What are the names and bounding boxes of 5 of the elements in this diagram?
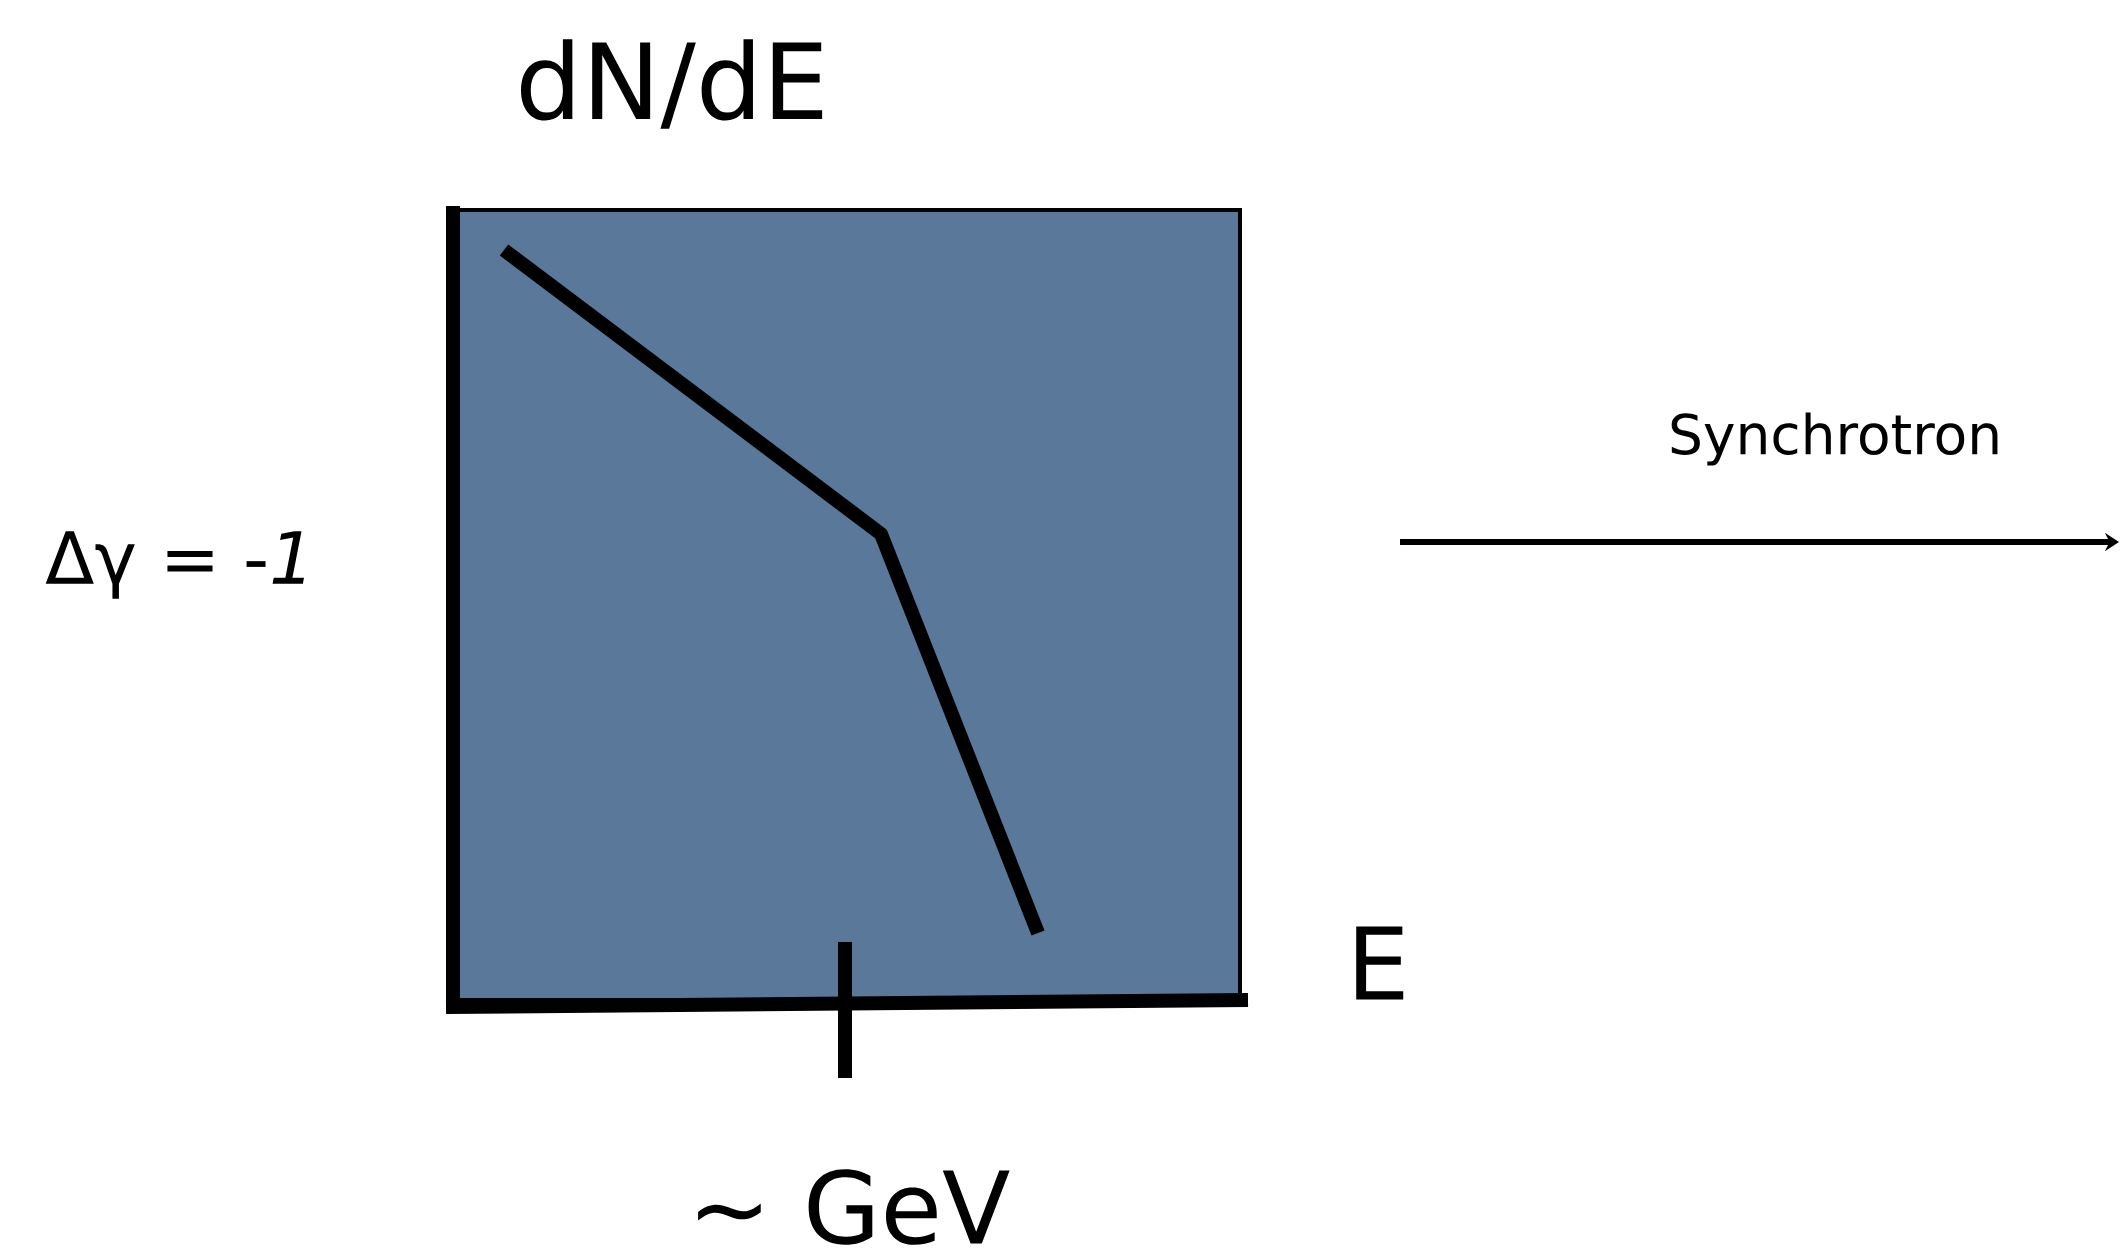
text-label: dN/dE [521,39,823,129]
axis-label: E [1356,926,1404,1000]
equation-label: Δγ = -1 [45,531,304,599]
axis-label: ~ GeV [698,1169,1010,1245]
process-label: Synchrotron [1671,412,1998,466]
